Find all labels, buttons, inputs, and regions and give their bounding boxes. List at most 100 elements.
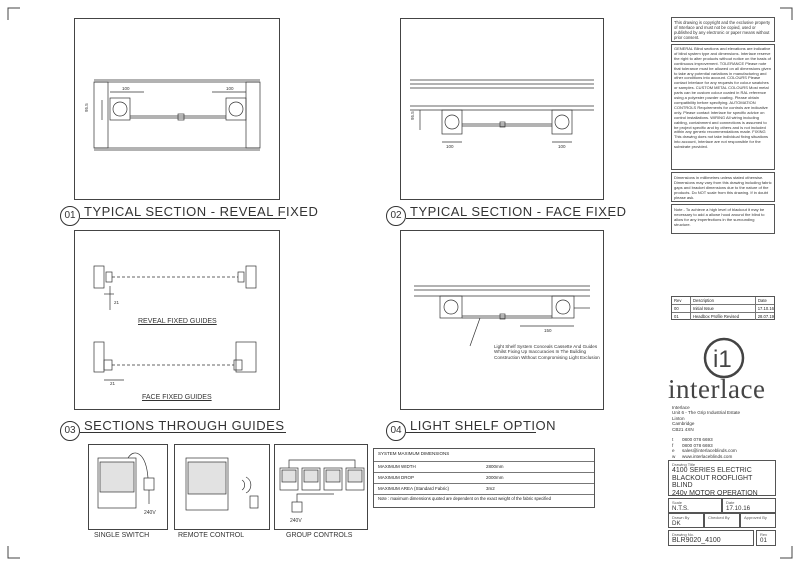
dim-label: 21: [110, 381, 116, 386]
scale-box: Scale N.T.S.: [668, 498, 722, 513]
drawing-number-value: BLR9020_4100: [672, 537, 721, 544]
system-dimensions-table: SYSTEM MAXIMUM DIMENSIONS MAXIMUM WIDTH …: [373, 448, 595, 508]
scale-label: Scale: [672, 500, 683, 505]
description-cell: Initial Issue: [691, 305, 756, 312]
address-block: Interlace Unit 6 - The Grip Industrial E…: [672, 405, 740, 432]
address-line: Unit 6 - The Grip Industrial Estate: [672, 410, 741, 416]
dim-label: 150: [544, 328, 552, 333]
interlace-logo-text: interlace: [668, 374, 766, 404]
table-row: MAXIMUM AREA (Standard Fabric) 3m2: [374, 484, 594, 495]
panel-3-drawing: 21 21: [93, 265, 257, 386]
dim-label: 95.5: [84, 103, 89, 112]
group-controls-frame: [274, 444, 368, 530]
panel-1-drawing: 100 100 95.5: [84, 79, 261, 151]
dim-label: 100: [446, 144, 454, 149]
system-table-note: Note : maximum dimensions quoted are dep…: [378, 496, 551, 501]
drawing-title-label: Drawing Title: [672, 462, 696, 467]
interlace-logo-mark: i1: [703, 337, 745, 379]
drawn-by-box: Drawn By DK: [668, 513, 704, 528]
checked-by-label: Checked By: [708, 515, 730, 520]
remote-control-label: REMOTE CONTROL: [178, 532, 245, 539]
checked-by-box: Checked By: [704, 513, 740, 528]
rev-value: 01: [760, 537, 767, 544]
revision-table: Rev Description Date 00 Initial Issue 17…: [671, 296, 775, 320]
drawn-by-value: DK: [672, 520, 681, 527]
face-fixed-guides-label: FACE FIXED GUIDES: [142, 394, 212, 401]
row-label: MAXIMUM AREA (Standard Fabric): [378, 486, 450, 491]
panel-1-caption-rule: [80, 218, 286, 219]
panel-3-number: 03: [60, 421, 80, 441]
general-notes: GENERAL Blind sections and elevations ar…: [671, 44, 775, 170]
table-row: MAXIMUM DROP 2000mm: [374, 473, 594, 484]
rev-col-header: Rev: [672, 297, 691, 304]
dim-label: 100: [558, 144, 566, 149]
dim-label: 100: [122, 86, 130, 91]
panel-4-drawing: 150: [414, 285, 590, 347]
drawing-number-label: Drawing No.: [672, 532, 695, 537]
drawing-number-box: Drawing No. BLR9020_4100: [668, 530, 754, 546]
panel-3-caption: SECTIONS THROUGH GUIDES: [84, 418, 285, 433]
panel-2-drawing: 100 100 95.5: [410, 79, 594, 149]
svg-text:i1: i1: [713, 346, 732, 373]
panel-3-frame: [74, 230, 280, 410]
drawing-title-line: BLACKOUT ROOFLIGHT BLIND: [672, 474, 753, 490]
single-switch-label: SINGLE SWITCH: [94, 532, 150, 539]
drawing-title-line: 4100 SERIES ELECTRIC: [672, 467, 752, 474]
dim-label: 21: [114, 300, 120, 305]
panel-2-caption: TYPICAL SECTION - FACE FIXED: [410, 204, 627, 219]
revision-header-row: Rev Description Date: [672, 297, 774, 305]
approved-by-label: Approved By: [744, 515, 767, 520]
panel-4-frame: [400, 230, 604, 410]
date-cell: 28.07.19: [757, 314, 774, 319]
drawing-title-box: Drawing Title 4100 SERIES ELECTRIC BLACK…: [668, 460, 776, 497]
panel-4-caption: LIGHT SHELF OPTION: [410, 418, 557, 433]
table-row: 00 Initial Issue 17.10.16: [672, 305, 774, 313]
single-switch-drawing: 240V: [97, 452, 156, 516]
dim-label: 100: [226, 86, 234, 91]
group-controls-drawing: 240V: [279, 459, 365, 524]
dimensions-note: Dimensions in millimetres unless stated …: [671, 172, 775, 202]
single-switch-frame: [88, 444, 168, 530]
row-value: 3m2: [486, 486, 495, 491]
table-row: 01 Headbox Profile Revised 28.07.19: [672, 313, 774, 320]
rev-box: Rev 01: [756, 530, 776, 546]
group-controls-label: GROUP CONTROLS: [286, 532, 353, 539]
rev-cell: 00: [672, 305, 691, 312]
row-label: MAXIMUM DROP: [378, 475, 414, 480]
scale-value: N.T.S.: [672, 505, 689, 512]
light-shelf-note: Light Shelf System Conceals Cassette And…: [494, 344, 600, 360]
panel-2-caption-rule: [406, 218, 610, 219]
copyright-note: This drawing is copyright and the exclus…: [671, 17, 775, 42]
table-row: MAXIMUM WIDTH 2800mm: [374, 462, 594, 473]
date-value: 17.10.16: [726, 505, 751, 512]
remote-control-drawing: [185, 457, 259, 511]
date-label: Date: [726, 500, 735, 505]
date-col-header: Date: [758, 298, 767, 303]
panel-2-number: 02: [386, 206, 406, 226]
address-line: Interlace: [672, 405, 690, 410]
panel-1-frame: [74, 18, 280, 200]
date-cell: 17.10.16: [757, 306, 774, 311]
panel-3-caption-rule: [80, 432, 286, 433]
panel-4-number: 04: [386, 421, 406, 441]
system-table-title: SYSTEM MAXIMUM DIMENSIONS: [374, 449, 594, 462]
rev-label: Rev: [760, 532, 768, 537]
row-label: MAXIMUM WIDTH: [378, 464, 416, 469]
date-box: Date 17.10.16: [722, 498, 776, 513]
rev-cell: 01: [672, 313, 691, 320]
panel-1-number: 01: [60, 206, 80, 226]
panel-1-caption: TYPICAL SECTION - REVEAL FIXED: [84, 204, 319, 219]
approved-by-box: Approved By: [740, 513, 776, 528]
reveal-fixed-guides-label: REVEAL FIXED GUIDES: [138, 318, 217, 325]
dim-label: 95.5: [410, 111, 415, 120]
panel-2-frame: [400, 18, 604, 200]
drawing-title-line: 240v MOTOR OPERATION: [672, 489, 758, 497]
address-line: CB21 4XN: [672, 426, 694, 432]
row-value: 2800mm: [486, 464, 504, 469]
description-cell: Headbox Profile Revised: [691, 313, 756, 320]
